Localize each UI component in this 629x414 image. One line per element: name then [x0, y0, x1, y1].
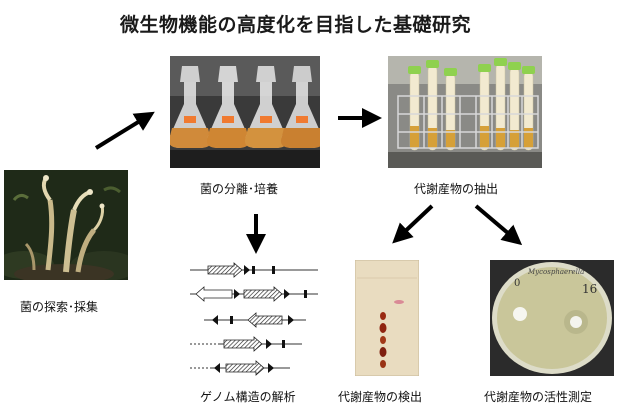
- genome-caption: ゲノム構造の解析: [200, 390, 296, 404]
- plate-label-top: Mycosphaerella: [528, 268, 585, 276]
- gene-map: [190, 262, 318, 376]
- plate-label-right: 16: [582, 282, 598, 296]
- isolation-caption: 菌の分離･培養: [200, 182, 279, 196]
- petri-dish-photo: Mycosphaerella 0 16: [490, 260, 614, 376]
- gene-row: [190, 262, 318, 278]
- plate-label-left: 0: [514, 278, 521, 289]
- tlc-plate-photo: [355, 260, 419, 376]
- extraction-caption: 代謝産物の抽出: [414, 182, 499, 196]
- activity-caption: 代謝産物の活性測定: [484, 390, 593, 404]
- detection-caption: 代謝産物の検出: [338, 390, 423, 404]
- tube-rack-photo: [388, 56, 542, 168]
- flask-photo: [170, 56, 320, 168]
- mushroom-photo: [4, 170, 128, 280]
- gene-row: [204, 312, 306, 328]
- page-title: 微生物機能の高度化を目指した基礎研究: [120, 14, 472, 36]
- gene-row: [190, 286, 318, 302]
- gene-row: [190, 336, 302, 352]
- collection-caption: 菌の探索･採集: [20, 300, 99, 314]
- gene-row: [190, 360, 290, 376]
